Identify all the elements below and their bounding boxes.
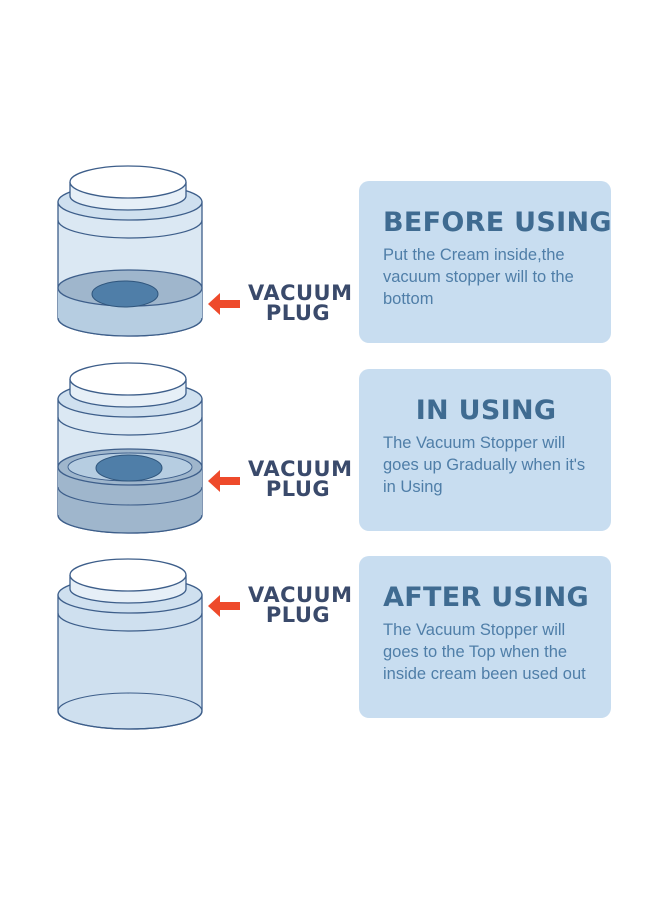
arrow-left-icon <box>208 595 240 617</box>
info-card-after-using: AFTER USING The Vacuum Stopper will goes… <box>359 556 611 718</box>
vacuum-plug-label: VACUUM PLUG <box>248 457 353 501</box>
info-card-before-using: BEFORE USING Put the Cream inside,the va… <box>359 181 612 343</box>
vacuum-plug-label-line1: VACUUM <box>248 457 353 481</box>
card-title: AFTER USING <box>383 582 589 613</box>
vacuum-plug-label: VACUUM PLUG <box>248 583 353 627</box>
vacuum-plug-label-line1: VACUUM <box>248 281 353 305</box>
arrow-left-icon <box>208 470 240 492</box>
jar-before-using-illustration <box>57 165 203 337</box>
info-card-in-using: IN USING The Vacuum Stopper will goes up… <box>359 369 611 531</box>
arrow-left-icon <box>208 293 240 315</box>
card-description: Put the Cream inside,the vacuum stopper … <box>383 246 574 308</box>
vacuum-plug-label: VACUUM PLUG <box>248 281 353 325</box>
vacuum-plug-label-line2: PLUG <box>265 301 331 325</box>
jar-in-using-illustration <box>57 362 203 534</box>
vacuum-plug-label-line1: VACUUM <box>248 583 353 607</box>
card-title: IN USING <box>415 395 557 426</box>
vacuum-plug-label-line2: PLUG <box>265 477 331 501</box>
card-description: The Vacuum Stopper will goes up Graduall… <box>383 434 586 496</box>
jar-after-using-illustration <box>57 558 203 730</box>
vacuum-plug-label-line2: PLUG <box>265 603 331 627</box>
card-description: The Vacuum Stopper will goes to the Top … <box>383 621 586 683</box>
card-title: BEFORE USING <box>383 207 612 238</box>
